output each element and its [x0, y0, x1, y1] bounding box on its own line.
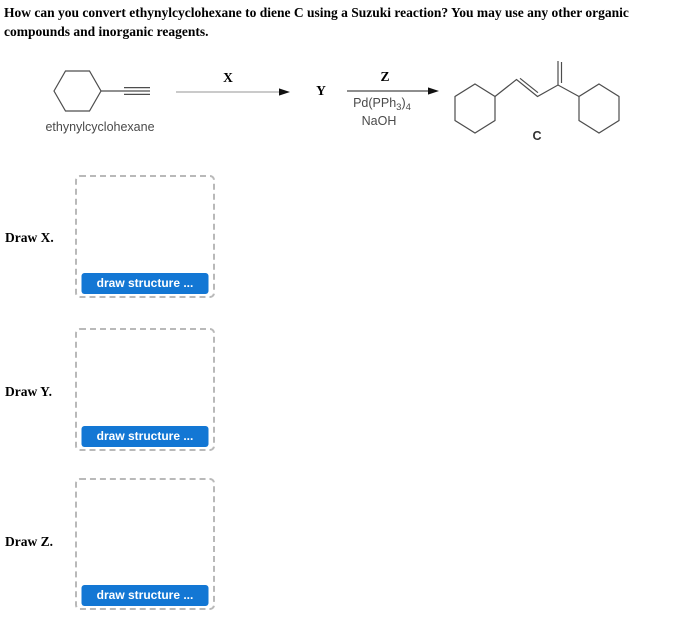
intermediate-label: Y: [316, 83, 326, 98]
base-label: NaOH: [361, 114, 397, 128]
draw-y-label: Draw Y.: [5, 384, 52, 399]
draw-y-dropzone: draw structure ...: [75, 328, 215, 451]
reaction-scheme-drawing: [53, 61, 620, 134]
step1-label: X: [223, 70, 233, 85]
reactant-label: ethynylcyclohexane: [45, 120, 155, 134]
catalyst-paren: ): [401, 96, 406, 110]
draw-z-dropzone: draw structure ...: [75, 478, 215, 610]
draw-y-structure-button[interactable]: draw structure ...: [81, 426, 209, 447]
draw-z-label: Draw Z.: [5, 534, 53, 549]
catalyst-subscript-3: 3: [396, 102, 402, 113]
draw-x-label: Draw X.: [5, 230, 54, 245]
ethynylcyclohexane-structure: [53, 70, 150, 112]
product-structure: [454, 61, 620, 134]
reaction-arrow-1: [176, 88, 290, 96]
catalyst-label: Pd(PPh3)4: [342, 96, 422, 113]
product-label: C: [532, 129, 542, 143]
step2-label: Z: [380, 69, 390, 84]
draw-x-dropzone: draw structure ...: [75, 175, 215, 298]
draw-x-structure-button[interactable]: draw structure ...: [81, 273, 209, 294]
question-text: How can you convert ethynylcyclohexane t…: [4, 5, 629, 39]
catalyst-subscript-4: 4: [405, 102, 411, 113]
reaction-arrow-2: [347, 87, 439, 95]
draw-z-structure-button[interactable]: draw structure ...: [81, 585, 209, 606]
catalyst-text: Pd(PPh: [353, 96, 397, 110]
